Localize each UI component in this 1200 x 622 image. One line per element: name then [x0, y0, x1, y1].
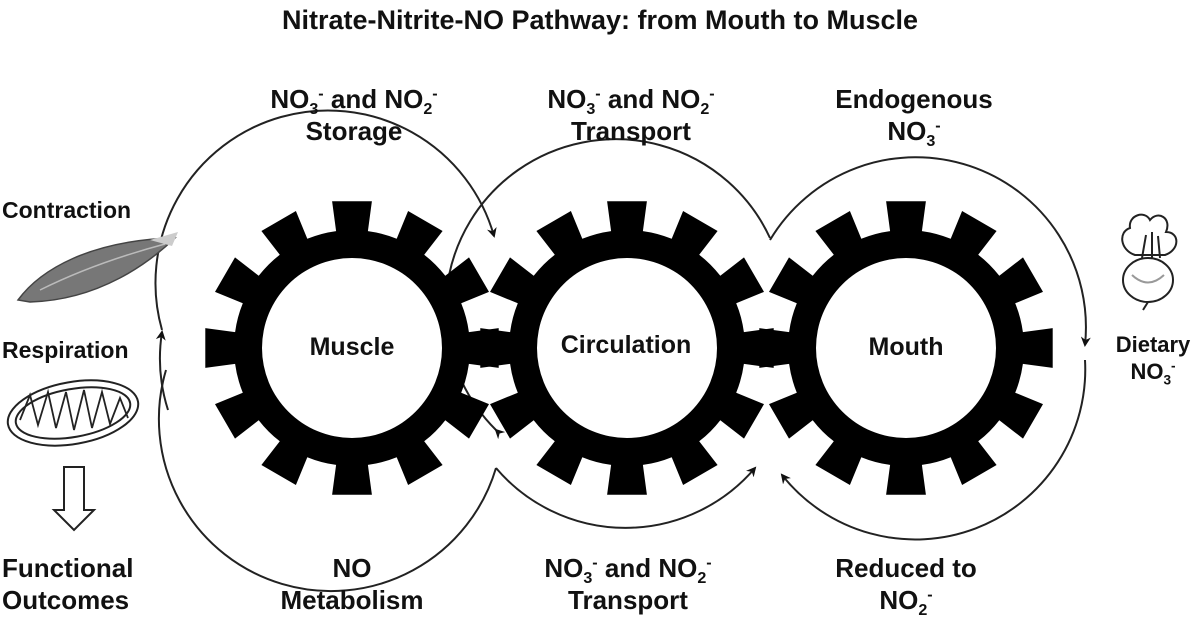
label-dietary: Dietary NO3- — [1108, 332, 1198, 388]
dietary-line1: Dietary — [1115, 332, 1191, 357]
label-contraction: Contraction — [2, 197, 132, 223]
endogenous-line1: Endogenous — [835, 84, 993, 114]
arrow-right-mouth — [769, 156, 1091, 347]
functional-line2: Outcomes — [2, 584, 130, 615]
functional-line1: Functional — [2, 553, 134, 583]
no-metabolism-line1: NO — [332, 553, 372, 583]
label-transport-bottom: NO3- and NO2- Transport — [508, 553, 748, 616]
gear-circulation — [480, 201, 774, 495]
down-arrow-icon — [51, 466, 97, 532]
transport-top-line2: Transport — [571, 115, 691, 146]
dietary-line2: NO3- — [1130, 358, 1176, 388]
muscle-icon — [16, 232, 178, 303]
reduced-line2: NO2- — [879, 584, 933, 619]
arrow-bottom-circulation — [495, 466, 757, 529]
gear-label-circulation: Circulation — [560, 331, 692, 359]
beetroot-icon — [1121, 213, 1178, 311]
mitochondrion-icon — [6, 379, 140, 447]
label-respiration: Respiration — [2, 337, 129, 363]
arrow-muscle-down — [157, 369, 497, 593]
reduced-line1: Reduced to — [835, 553, 977, 583]
gear-layer — [205, 201, 1053, 495]
gear-label-mouth: Mouth — [868, 333, 944, 361]
gear-muscle — [205, 201, 499, 495]
transport-bottom-line2: Transport — [568, 584, 688, 615]
gear-mouth — [759, 201, 1053, 495]
endogenous-line2: NO3- — [887, 115, 941, 150]
gear-label-muscle: Muscle — [309, 333, 395, 361]
storage-line2: Storage — [305, 115, 403, 146]
label-reduced: Reduced to NO2- — [786, 553, 1026, 619]
diagram-title: Nitrate-Nitrite-NO Pathway: from Mouth t… — [281, 5, 919, 35]
no-metabolism-line2: Metabolism — [280, 584, 424, 615]
arrow-left-up — [155, 330, 169, 411]
arrow-bottom-mouth — [780, 359, 1087, 541]
label-functional-outcomes: Functional Outcomes — [2, 553, 133, 616]
storage-line1: NO3- and NO2- — [270, 84, 438, 119]
label-no-metabolism: NO Metabolism — [232, 553, 472, 616]
label-transport-top: NO3- and NO2- Transport — [511, 84, 751, 147]
transport-bottom-line1: NO3- and NO2- — [544, 553, 712, 588]
label-storage: NO3- and NO2- Storage — [234, 84, 474, 147]
label-endogenous: Endogenous NO3- — [794, 84, 1034, 150]
transport-top-line1: NO3- and NO2- — [547, 84, 715, 119]
